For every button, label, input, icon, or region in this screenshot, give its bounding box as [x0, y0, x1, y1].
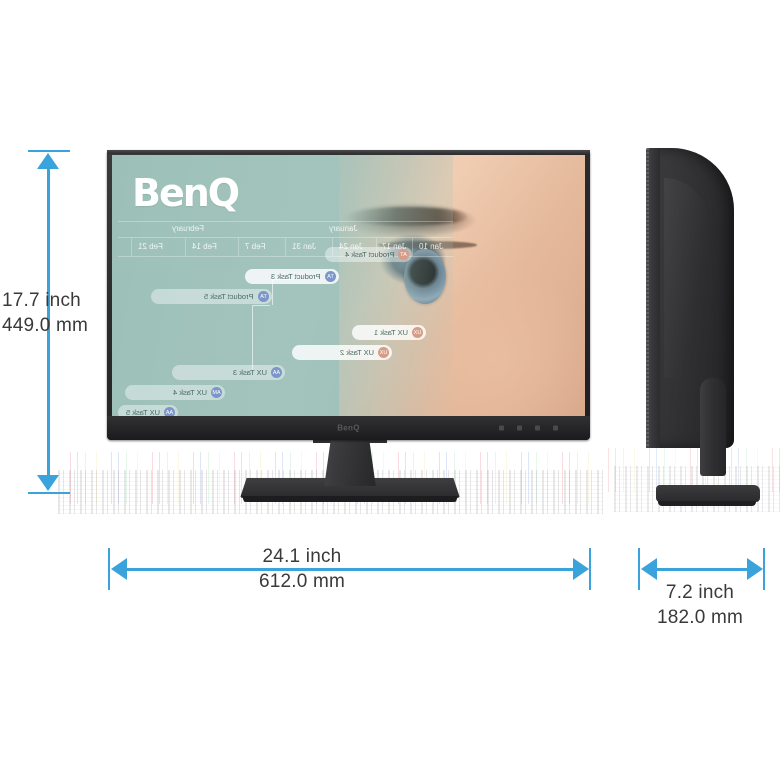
depth-value-inch: 7.2 inch — [665, 582, 735, 603]
chin-benq-logo: BenQ — [337, 423, 360, 433]
gantt-task-bar[interactable]: UX Task 1 UX — [352, 325, 426, 340]
depth-cap-right — [763, 548, 765, 590]
monitor-chin: BenQ — [107, 416, 590, 440]
side-stand-base-lip — [658, 501, 756, 506]
gantt-task-label: UX Task 2 — [340, 348, 375, 357]
gantt-task-bar[interactable]: UX Task 4 AM — [124, 385, 226, 400]
gantt-gridline — [375, 238, 377, 256]
stand-base — [240, 478, 460, 498]
gantt-task-avatar: TA — [257, 291, 269, 302]
height-arrow-line — [47, 156, 50, 488]
gantt-gridline — [412, 238, 414, 256]
height-value-mm: 449.0 mm — [2, 315, 89, 336]
gantt-task-avatar: TA — [324, 271, 336, 282]
gantt-week-label: Feb 21 — [138, 242, 163, 251]
height-value-inch: 17.7 inch — [2, 290, 81, 311]
width-cap-right — [589, 548, 591, 590]
gantt-week-row: Feb 21 Feb 14 Feb 7 Jan 31 Jan 24 Jan 17… — [118, 238, 453, 257]
depth-arrowhead-right — [747, 558, 763, 580]
width-value-inch: 24.1 inch — [262, 546, 342, 567]
width-value-mm: 612.0 mm — [258, 571, 346, 592]
bezel-top-highlight — [107, 150, 590, 154]
front-view-monitor: BenQ February January Feb 21 Feb 14 Feb … — [107, 150, 590, 440]
side-panel-sheen — [664, 178, 708, 378]
control-button-4[interactable] — [553, 425, 558, 431]
stand-neck — [324, 438, 376, 486]
side-panel-front — [646, 148, 660, 448]
gantt-task-bar[interactable]: UX Task 5 AA — [118, 405, 179, 416]
side-view-monitor — [638, 148, 764, 520]
gantt-gridline — [238, 238, 240, 256]
front-view-stand — [240, 433, 460, 506]
height-arrowhead-top — [37, 153, 59, 169]
depth-dimension-label: 7.2 inch 182.0 mm — [657, 580, 743, 630]
depth-arrow-line — [644, 568, 758, 571]
gantt-gridline — [131, 238, 133, 256]
monitor-control-buttons[interactable] — [499, 425, 558, 431]
gantt-task-label: UX Task 3 — [233, 368, 268, 377]
gantt-week-label: Jan 10 — [419, 242, 444, 251]
depth-value-mm: 182.0 mm — [656, 607, 744, 628]
width-arrowhead-left — [111, 558, 127, 580]
gantt-task-bar[interactable]: UX Task 2 UX — [291, 345, 393, 360]
height-arrowhead-bottom — [37, 475, 59, 491]
gantt-task-avatar: AA — [164, 407, 176, 416]
control-button-1[interactable] — [499, 425, 504, 431]
monitor-screen: BenQ February January Feb 21 Feb 14 Feb … — [112, 155, 585, 416]
depth-arrowhead-left — [641, 558, 657, 580]
gantt-task-label: UX Task 5 — [126, 408, 161, 416]
gantt-task-label: Product Task 3 — [271, 272, 321, 281]
width-arrow-line — [114, 568, 584, 571]
gantt-task-bar[interactable]: Product Task 3 TA — [245, 269, 339, 284]
gantt-connector — [251, 305, 270, 371]
gantt-month-row: February January — [118, 221, 453, 238]
gantt-week-label: Feb 14 — [191, 242, 217, 251]
height-cap-top — [28, 150, 70, 152]
width-arrowhead-right — [573, 558, 589, 580]
screen-gantt-overlay: BenQ February January Feb 21 Feb 14 Feb … — [112, 155, 453, 416]
gantt-task-avatar: AA — [271, 367, 283, 378]
height-dimension-label: 17.7 inch 449.0 mm — [2, 288, 88, 338]
gantt-gridline — [285, 238, 287, 256]
control-button-2[interactable] — [517, 425, 522, 431]
gantt-week-label: Jan 31 — [291, 242, 316, 251]
gantt-task-bar[interactable]: Product Task 4 AT — [325, 247, 413, 262]
side-stand-base — [656, 485, 760, 502]
gantt-month-label: January — [328, 224, 358, 233]
side-stand-neck — [700, 378, 726, 476]
gantt-grid: February January Feb 21 Feb 14 Feb 7 Jan… — [118, 221, 453, 416]
gantt-task-avatar: AM — [211, 387, 223, 398]
gantt-task-label: Product Task 4 — [344, 250, 395, 259]
side-panel-edge — [646, 148, 649, 448]
gantt-task-label: UX Task 4 — [173, 388, 208, 397]
gantt-task-avatar: UX — [411, 327, 423, 338]
height-cap-bottom — [28, 492, 70, 494]
gantt-task-avatar: AT — [398, 249, 410, 260]
gantt-gridline — [184, 238, 186, 256]
gantt-task-label: UX Task 1 — [373, 328, 408, 337]
gantt-gridline — [332, 238, 334, 256]
gantt-task-bar[interactable]: UX Task 3 AA — [171, 365, 286, 380]
gantt-week-label: Feb 7 — [245, 242, 266, 251]
gantt-month-label: February — [171, 224, 204, 233]
width-cap-left — [108, 548, 110, 590]
benq-logo: BenQ — [132, 171, 240, 215]
width-dimension-label: 24.1 inch 612.0 mm — [259, 544, 345, 594]
gantt-task-avatar: UX — [378, 347, 390, 358]
depth-cap-left — [638, 548, 640, 590]
stand-base-lip — [242, 496, 458, 502]
gantt-task-bar[interactable]: Product Task 5 TA — [151, 289, 272, 304]
control-button-3[interactable] — [535, 425, 540, 431]
gantt-task-label: Product Task 5 — [204, 292, 254, 301]
